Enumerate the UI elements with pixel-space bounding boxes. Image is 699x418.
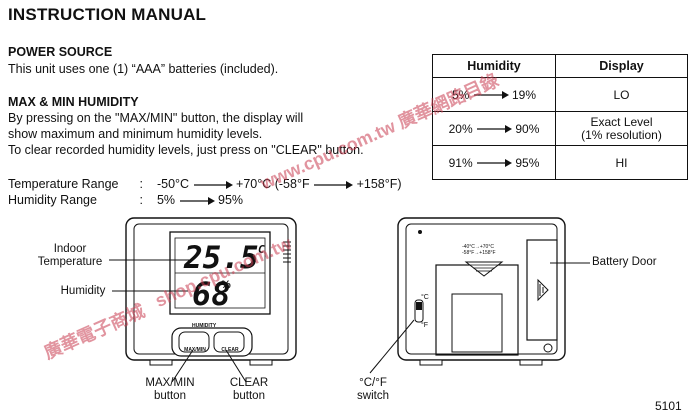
callout-clear-line-1: CLEAR <box>229 377 269 389</box>
display-value: HI <box>615 155 628 170</box>
temperature-range-to: +70°C (-58°F <box>236 177 310 191</box>
humidity-to: 19% <box>512 87 537 102</box>
callout-clear-button: CLEAR button <box>222 377 276 403</box>
table-header-humidity: Humidity <box>432 54 556 78</box>
lcd-humidity-unit: % <box>221 279 231 291</box>
callout-battery-door: Battery Door <box>592 256 657 268</box>
page-number: 5101 <box>655 399 682 413</box>
back-sticker: -40°C→+70°C -58°F→+158°F <box>462 244 496 256</box>
table-cell-display: Exact Level (1% resolution) <box>555 111 688 146</box>
table-cell-humidity: 5% 19% <box>432 77 556 112</box>
power-source-heading: POWER SOURCE <box>8 45 113 59</box>
panel-humidity-label: HUMIDITY <box>192 323 217 329</box>
lcd-temperature-value: 25.5 <box>184 240 259 276</box>
temperature-range-to-fahrenheit: +158°F) <box>356 177 402 191</box>
max-min-line-1: By pressing on the "MAX/MIN" button, the… <box>8 111 304 125</box>
switch-c-label: °C <box>421 294 429 301</box>
table-cell-display: HI <box>555 145 688 180</box>
back-sticker-line-2: -58°F→+158°F <box>462 250 496 256</box>
front-device <box>125 217 297 366</box>
arrow-right-icon <box>473 91 509 100</box>
temperature-range-separator: : <box>139 177 143 191</box>
table-cell-display: LO <box>555 77 688 112</box>
display-value: LO <box>613 87 630 102</box>
table-row: 91% 95% HI <box>432 145 688 180</box>
table-header-row: Humidity Display <box>432 54 688 78</box>
humidity-range-separator: : <box>139 193 143 207</box>
callout-clear-line-2: button <box>233 390 265 402</box>
arrow-right-icon <box>314 180 354 189</box>
callout-indoor-temperature: Indoor Temperature <box>32 243 108 269</box>
callout-switch-line-2: switch <box>357 390 389 402</box>
temperature-range-label: Temperature Range <box>8 177 119 191</box>
callout-maxmin-line-2: button <box>154 390 186 402</box>
humidity-from: 5% <box>451 87 470 102</box>
callout-indoor-line-1: Indoor <box>53 243 87 255</box>
lcd-humidity-value: 68 <box>192 275 231 313</box>
humidity-range-row: Humidity Range : 5% 95% <box>8 193 243 207</box>
humidity-range-from: 5% <box>156 193 176 207</box>
humidity-to: 95% <box>515 155 540 170</box>
arrow-right-icon <box>179 196 215 205</box>
front-callout-lines <box>109 259 247 383</box>
lcd-temperature-unit: C <box>258 243 265 256</box>
callout-switch-line-1: °C/°F <box>359 377 387 389</box>
arrow-right-icon <box>477 125 512 134</box>
display-value: Exact Level <box>590 114 653 129</box>
humidity-range-to: 95% <box>218 193 244 207</box>
device-illustrations <box>109 217 590 383</box>
temperature-range-row: Temperature Range : -50°C +70°C (-58°F +… <box>8 177 402 191</box>
arrow-right-icon <box>193 180 233 189</box>
max-min-heading: MAX & MIN HUMIDITY <box>8 95 139 109</box>
callout-humidity: Humidity <box>60 285 106 297</box>
max-min-line-3: To clear recorded humidity levels, just … <box>8 143 364 157</box>
humidity-range-label: Humidity Range <box>8 193 97 207</box>
humidity-to: 90% <box>515 121 540 136</box>
humidity-display-table: Humidity Display 5% 19% LO 20% 90% Exact… <box>432 54 688 180</box>
back-device <box>397 217 566 366</box>
humidity-from: 91% <box>448 155 473 170</box>
display-value-note: (1% resolution) <box>581 127 662 142</box>
power-source-text: This unit uses one (1) “AAA” batteries (… <box>8 62 279 76</box>
back-sticker-line-1: -40°C→+70°C <box>462 244 494 250</box>
max-min-line-2: show maximum and minimum humidity levels… <box>8 127 263 141</box>
clear-button[interactable]: CLEAR <box>221 347 239 353</box>
temperature-range-from: -50°C <box>156 177 190 191</box>
arrow-right-icon <box>477 159 512 168</box>
page-title: INSTRUCTION MANUAL <box>8 5 207 24</box>
maxmin-button[interactable]: MAX/MIN <box>184 347 206 353</box>
callout-indoor-line-2: Temperature <box>37 256 103 268</box>
table-header-display: Display <box>555 54 688 78</box>
humidity-from: 20% <box>448 121 473 136</box>
table-cell-humidity: 20% 90% <box>432 111 556 146</box>
callout-maxmin-line-1: MAX/MIN <box>145 377 195 389</box>
switch-f-label: °F <box>421 322 429 329</box>
table-row: 20% 90% Exact Level (1% resolution) <box>432 111 688 146</box>
back-callout-lines <box>369 262 590 374</box>
table-cell-humidity: 91% 95% <box>432 145 556 180</box>
callout-temperature-switch: °C/°F switch <box>346 377 400 403</box>
callout-maxmin-button: MAX/MIN button <box>142 377 198 403</box>
